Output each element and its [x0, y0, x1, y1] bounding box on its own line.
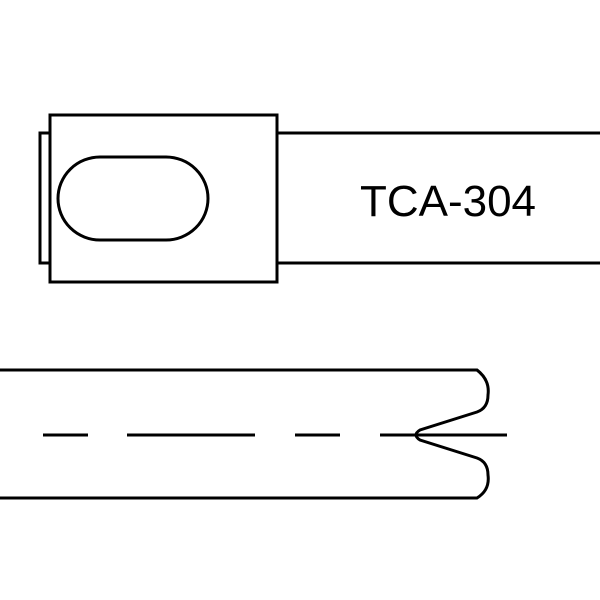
side-view — [0, 368, 507, 500]
buckle-head — [48, 113, 279, 284]
oval-slot — [56, 155, 210, 242]
part-label: TCA-304 — [360, 177, 536, 226]
left-tab — [38, 131, 50, 265]
top-view: TCA-304 — [38, 113, 600, 284]
